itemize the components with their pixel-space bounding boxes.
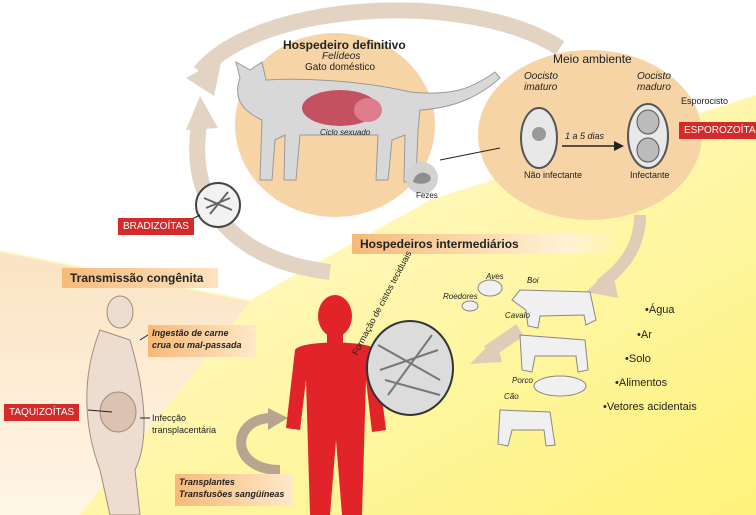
definitive-host-line2: Gato doméstico — [305, 62, 376, 73]
transplacental-line1: Infecção — [152, 413, 187, 423]
intermediate-hosts-title: Hospedeiros intermediários — [352, 234, 620, 254]
animal-label-horse: Cavalo — [505, 311, 530, 320]
bird — [477, 279, 503, 297]
horse — [519, 334, 589, 373]
transplants-box — [175, 474, 293, 506]
environment-ellipse — [478, 50, 702, 220]
definitive-host-line1: Felídeos — [322, 51, 361, 62]
human-figure — [286, 295, 386, 515]
tissue-cyst — [366, 320, 454, 416]
transplants-line1: Transplantes — [179, 477, 235, 487]
immature-oocyst-label-2: imaturo — [524, 82, 558, 93]
sporozoites-label: ESPOROZOÍTAS — [679, 122, 756, 139]
meat-ingestion-line1: Ingestão de carne — [152, 328, 229, 338]
sporocyst-label: Esporocisto — [681, 96, 729, 106]
source-soil: •Solo — [625, 353, 651, 365]
feces-label: Fezes — [416, 191, 438, 200]
tachyzoites-label: TAQUIZOÍTAS — [4, 404, 80, 421]
source-air: •Ar — [637, 329, 652, 341]
source-food: •Alimentos — [615, 377, 668, 389]
rodent — [461, 300, 479, 312]
infective-label: Infectante — [630, 170, 670, 180]
non-infective-label: Não infectante — [524, 170, 583, 180]
mature-oocyst-label-1: Oocisto — [637, 71, 671, 82]
animal-illustrations — [461, 279, 597, 447]
sexual-cycle-label: Ciclo sexuado — [320, 128, 371, 137]
animal-label-dog: Cão — [504, 392, 519, 401]
pregnant-woman — [86, 295, 145, 515]
source-vectors: •Vetores acidentais — [603, 401, 697, 413]
definitive-host-title: Hospedeiro definitivo — [283, 38, 406, 52]
meat-ingestion-box — [148, 325, 256, 357]
bradyzoites-label: BRADIZOÍTAS — [118, 218, 194, 235]
arrow-feces — [439, 147, 501, 161]
environment-title: Meio ambiente — [553, 52, 632, 66]
cycle-arrow-top — [193, 2, 565, 78]
animal-label-birds: Aves — [486, 272, 504, 281]
days-label: 1 a 5 dias — [565, 131, 605, 141]
mature-oocyst-label-2: maduro — [637, 82, 671, 93]
animal-label-pig: Porco — [512, 376, 533, 385]
meat-ingestion-line2: crua ou mal-passada — [152, 340, 242, 350]
congenital-transmission-title: Transmissão congênita — [62, 268, 218, 288]
ox — [511, 289, 597, 329]
animal-label-rodents: Roedores — [443, 292, 478, 301]
dog — [497, 409, 556, 447]
source-water: •Água — [645, 304, 675, 316]
immature-oocyst-label-1: Oocisto — [524, 71, 558, 82]
transplacental-line2: transplacentária — [152, 425, 217, 435]
feces-icon — [406, 162, 438, 194]
animal-label-ox: Boi — [527, 276, 539, 285]
pig — [533, 375, 587, 397]
transplants-line2: Transfusões sangüíneas — [179, 489, 285, 499]
arrow-transplant — [236, 413, 281, 475]
